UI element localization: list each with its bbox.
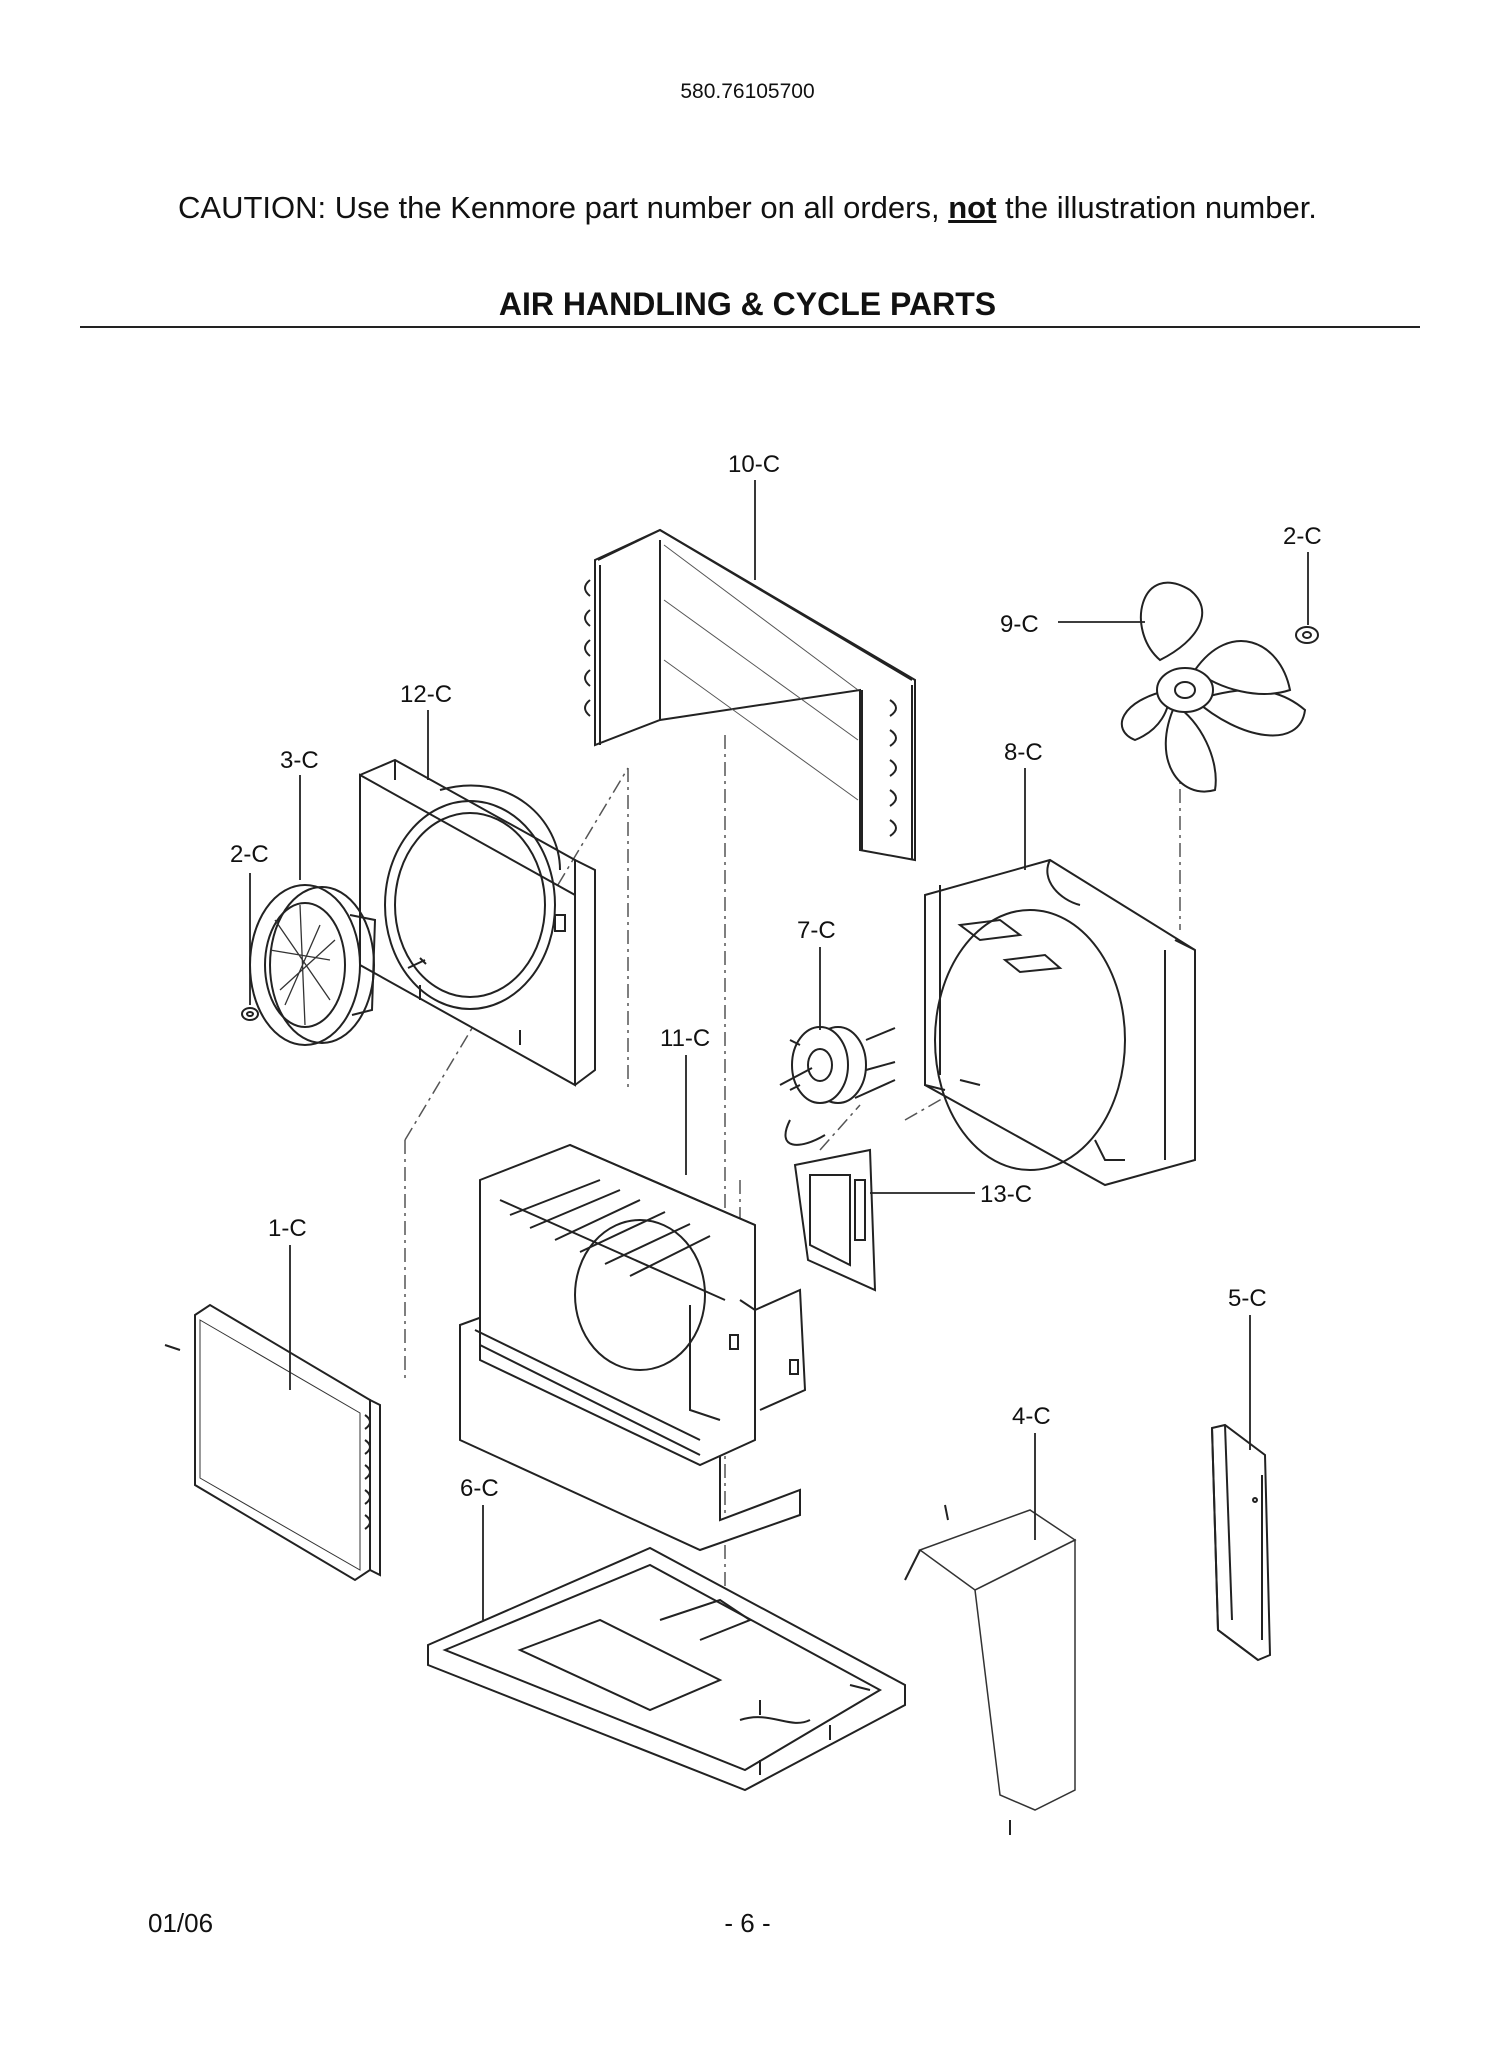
base-pan	[427, 1546, 906, 1792]
footer-date: 01/06	[148, 1908, 214, 1938]
callout-9c: 9-C	[1000, 611, 1039, 638]
caution-prefix: CAUTION: Use the Kenmore part number on …	[178, 190, 940, 225]
evaporator-coil	[584, 528, 916, 862]
caution-notice: CAUTION: Use the Kenmore part number on …	[0, 190, 1495, 226]
footer-page-number: - 6 -	[724, 1908, 771, 1938]
fan-motor	[779, 1026, 896, 1104]
leader-lines	[249, 480, 1309, 1620]
section-title: AIR HANDLING & CYCLE PARTS	[498, 286, 997, 322]
caution-suffix: the illustration number.	[1005, 190, 1317, 225]
callout-3c: 3-C	[280, 747, 319, 774]
callout-6c: 6-C	[460, 1475, 499, 1502]
callout-1c: 1-C	[268, 1215, 307, 1242]
condenser-fan	[1120, 581, 1307, 793]
callout-2c-top: 2-C	[1283, 523, 1322, 550]
fan-clip-top	[1295, 626, 1319, 644]
mounting-screw	[407, 957, 427, 969]
shroud-panel	[359, 758, 596, 1087]
motor-bracket	[784, 1119, 877, 1292]
caution-emphasis: not	[948, 190, 997, 225]
title-rule	[80, 326, 1420, 328]
callout-12c: 12-C	[400, 681, 452, 708]
condenser-coil	[164, 1303, 381, 1582]
side-channel	[1210, 1423, 1272, 1662]
exploded-parts-diagram: 10-C 2-C 9-C 12-C 3-C 8-C 2-C 7-C 11-C 1…	[164, 451, 1322, 1835]
callout-2c-left: 2-C	[230, 841, 269, 868]
callout-5c: 5-C	[1228, 1285, 1267, 1312]
callout-11c: 11-C	[660, 1025, 710, 1052]
callout-labels: 10-C 2-C 9-C 12-C 3-C 8-C 2-C 7-C 11-C 1…	[230, 451, 1322, 1502]
base-housing	[459, 1143, 807, 1552]
fan-shroud	[924, 858, 1196, 1187]
model-number: 580.76105700	[680, 80, 815, 103]
fan-clip-left	[241, 1007, 259, 1021]
callout-8c: 8-C	[1004, 739, 1043, 766]
callout-10c: 10-C	[728, 451, 780, 478]
callout-4c: 4-C	[1012, 1403, 1051, 1430]
blower-wheel	[249, 884, 377, 1046]
callout-7c: 7-C	[797, 917, 836, 944]
callout-13c: 13-C	[980, 1181, 1032, 1208]
rear-grille	[904, 1504, 1077, 1835]
